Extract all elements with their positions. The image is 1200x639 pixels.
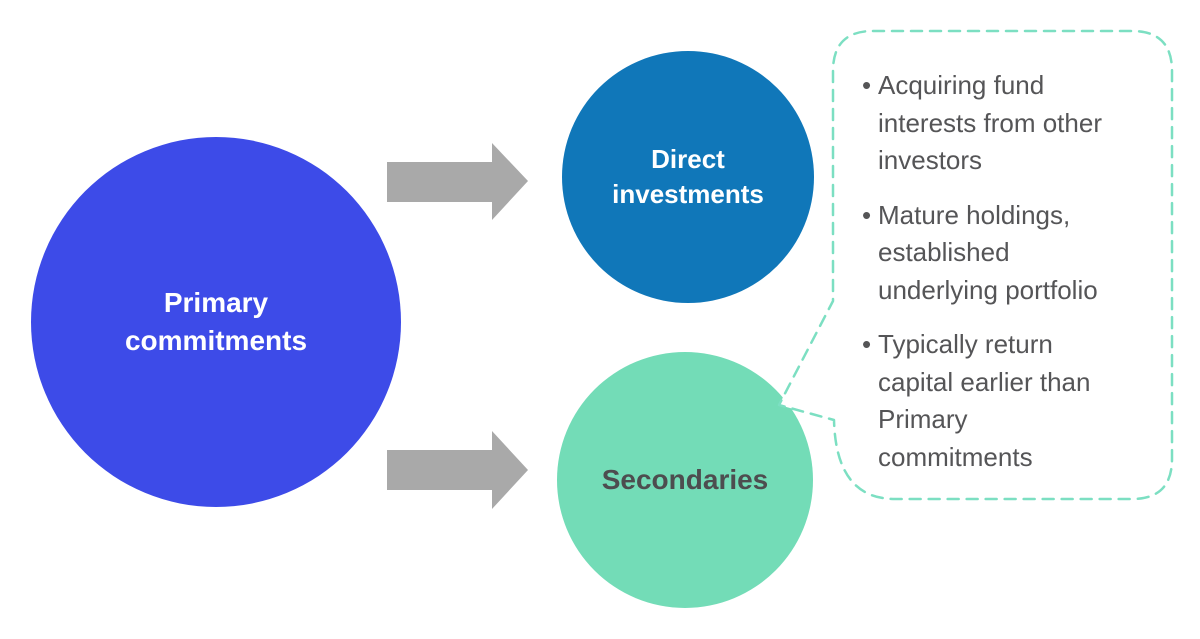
callout-bullet-acquiring: Acquiring fund interests from other inve… xyxy=(862,67,1192,180)
callout-bullet-mature-holdings: Mature holdings, established underlying … xyxy=(862,197,1192,310)
bullet-line: capital earlier than xyxy=(878,366,1091,397)
secondaries-label: Secondaries xyxy=(601,464,769,495)
callout-bullet-list: Acquiring fund interests from other inve… xyxy=(862,67,1192,476)
primary-commitments-label: Primary commitments xyxy=(124,287,308,356)
bullet-line: investors xyxy=(878,145,983,175)
bullet-line: Typically return xyxy=(878,329,1053,359)
bullet-line: underlying portfolio xyxy=(878,274,1098,305)
primary-commitments-circle xyxy=(31,137,401,507)
secondaries-circle xyxy=(557,352,813,608)
bullet-line: established xyxy=(878,237,1010,267)
direct-investments-label: Direct investments xyxy=(612,144,764,209)
bullet-line: Mature holdings, xyxy=(878,199,1071,230)
arrow-right-top-icon xyxy=(387,143,528,220)
bullet-line: Acquiring fund xyxy=(878,70,1045,100)
bullet-line: commitments xyxy=(878,441,1033,472)
arrow-right-bottom-icon xyxy=(387,431,528,509)
direct-investments-circle xyxy=(562,51,814,303)
bullet-line: interests from other xyxy=(878,107,1102,138)
callout-bullet-return-capital: Typically return capital earlier than Pr… xyxy=(862,326,1192,476)
bullet-line: Primary xyxy=(878,404,968,434)
